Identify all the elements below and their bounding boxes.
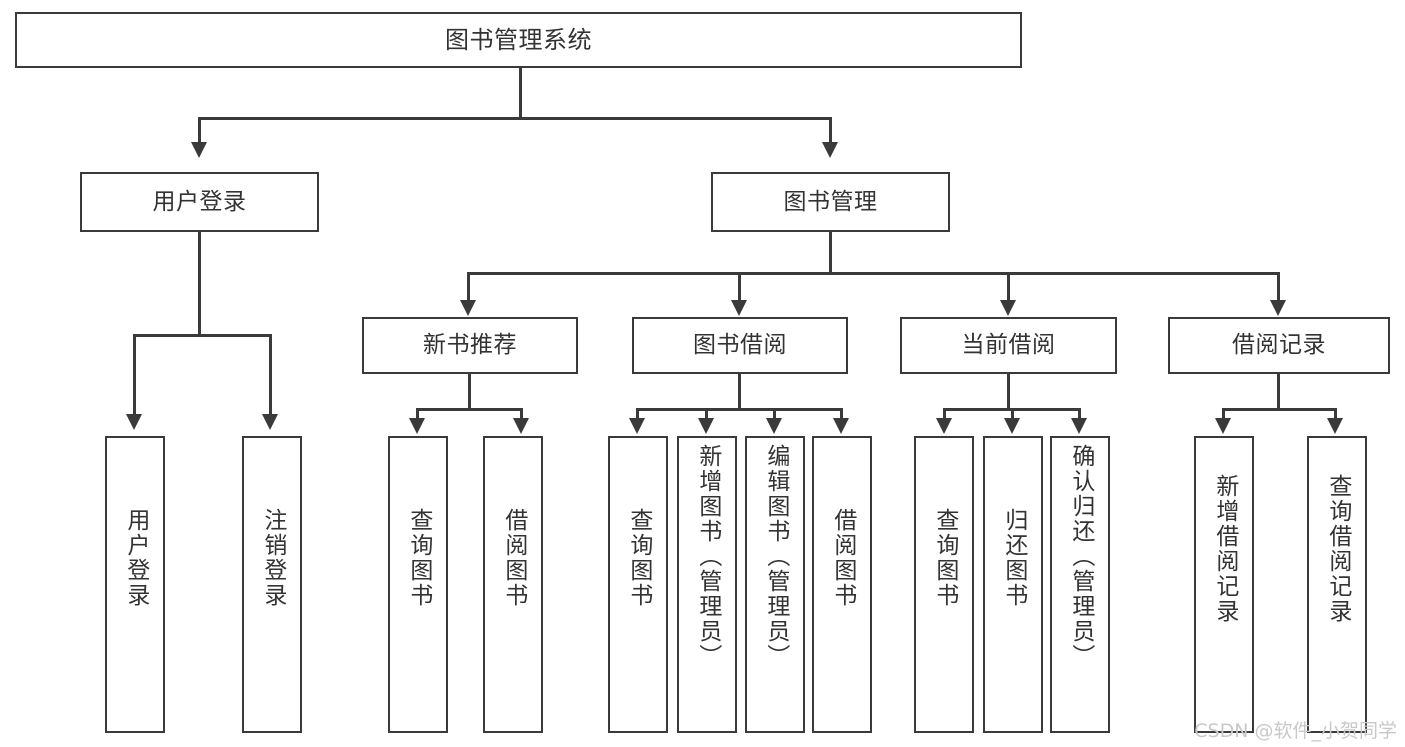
node-leaf-user-login[interactable]: 用户登录 xyxy=(105,436,165,733)
arrowhead-leaf-borrow-book-1 xyxy=(513,418,529,434)
node-leaf-add-book-label: 新增图书（管理员） xyxy=(694,444,721,669)
node-leaf-query-book-2[interactable]: 查询图书 xyxy=(608,436,668,733)
node-leaf-borrow-book-1[interactable]: 借阅图书 xyxy=(483,436,543,733)
arrowhead-leaf-user-login xyxy=(126,414,142,430)
node-leaf-return-book-label: 归还图书 xyxy=(1000,508,1027,608)
connector-to-leaf-confirm-return xyxy=(1078,408,1081,420)
node-leaf-user-login-label: 用户登录 xyxy=(122,508,149,608)
node-new-book-recommend[interactable]: 新书推荐 xyxy=(362,317,578,374)
connector-book-management-stem xyxy=(829,232,832,274)
connector-to-leaf-query-book-2 xyxy=(636,408,639,420)
connector-to-leaf-borrow-book-1 xyxy=(520,408,523,420)
node-new-book-recommend-label: 新书推荐 xyxy=(423,332,517,358)
arrowhead-leaf-query-book-3 xyxy=(936,418,952,434)
arrowhead-leaf-add-record xyxy=(1215,418,1231,434)
node-leaf-edit-book-label: 编辑图书（管理员） xyxy=(762,444,789,669)
node-leaf-add-book[interactable]: 新增图书（管理员） xyxy=(677,436,737,733)
node-leaf-query-book-2-label: 查询图书 xyxy=(625,508,652,608)
arrowhead-new-book-recommend xyxy=(460,300,476,316)
arrowhead-leaf-query-record xyxy=(1327,418,1343,434)
node-root-label: 图书管理系统 xyxy=(445,26,592,54)
node-leaf-query-book-3[interactable]: 查询图书 xyxy=(914,436,974,733)
arrowhead-borrow-record xyxy=(1270,300,1286,316)
node-user-login[interactable]: 用户登录 xyxy=(80,172,319,232)
arrowhead-leaf-confirm-return xyxy=(1071,418,1087,434)
connector-to-leaf-user-login xyxy=(133,334,136,416)
node-book-borrow[interactable]: 图书借阅 xyxy=(632,317,848,374)
node-leaf-query-record-label: 查询借阅记录 xyxy=(1324,474,1351,624)
arrowhead-leaf-borrow-book-2 xyxy=(833,418,849,434)
connector-to-leaf-add-book xyxy=(705,408,708,420)
node-borrow-record-label: 借阅记录 xyxy=(1232,332,1326,358)
connector-borrow-record-stem xyxy=(1277,374,1280,410)
connector-to-leaf-return-book xyxy=(1011,408,1014,420)
connector-to-borrow-record xyxy=(1277,272,1280,302)
node-borrow-record[interactable]: 借阅记录 xyxy=(1168,317,1390,374)
arrowhead-user-login xyxy=(191,142,207,158)
node-current-borrow[interactable]: 当前借阅 xyxy=(900,317,1117,374)
node-leaf-query-book-1[interactable]: 查询图书 xyxy=(388,436,448,733)
node-book-borrow-label: 图书借阅 xyxy=(693,332,787,358)
connector-current-borrow-stem xyxy=(1007,374,1010,410)
arrowhead-leaf-edit-book xyxy=(766,418,782,434)
connector-to-new-book-recommend xyxy=(467,272,470,302)
connector-to-book-borrow xyxy=(738,272,741,302)
node-current-borrow-label: 当前借阅 xyxy=(961,332,1056,358)
connector-to-user-login xyxy=(198,117,201,145)
node-leaf-add-record[interactable]: 新增借阅记录 xyxy=(1194,436,1254,733)
connector-user-login-bus xyxy=(133,334,272,337)
connector-root-stem xyxy=(519,68,522,118)
connector-level2-bus xyxy=(467,272,1279,275)
connector-user-login-stem xyxy=(198,232,201,336)
node-leaf-user-logout[interactable]: 注销登录 xyxy=(242,436,302,733)
arrowhead-leaf-query-book-1 xyxy=(409,418,425,434)
arrowhead-leaf-user-logout xyxy=(262,414,278,430)
connector-to-leaf-query-book-3 xyxy=(943,408,946,420)
arrowhead-current-borrow xyxy=(1000,300,1016,316)
arrowhead-leaf-query-book-2 xyxy=(629,418,645,434)
connector-to-leaf-borrow-book-2 xyxy=(840,408,843,420)
node-leaf-confirm-return[interactable]: 确认归还（管理员） xyxy=(1050,436,1110,733)
node-leaf-query-record[interactable]: 查询借阅记录 xyxy=(1307,436,1367,733)
node-leaf-borrow-book-2[interactable]: 借阅图书 xyxy=(812,436,872,733)
node-leaf-confirm-return-label: 确认归还（管理员） xyxy=(1067,444,1094,669)
connector-new-book-recommend-stem xyxy=(468,374,471,410)
connector-book-borrow-stem xyxy=(738,374,741,410)
node-leaf-borrow-book-1-label: 借阅图书 xyxy=(500,508,527,608)
node-book-management-label: 图书管理 xyxy=(783,188,878,215)
node-user-login-label: 用户登录 xyxy=(152,188,247,215)
connector-to-leaf-add-record xyxy=(1222,408,1225,420)
connector-book-borrow-bus xyxy=(636,408,843,411)
node-leaf-add-record-label: 新增借阅记录 xyxy=(1211,474,1238,624)
arrowhead-leaf-add-book xyxy=(698,418,714,434)
connector-to-current-borrow xyxy=(1007,272,1010,302)
node-book-management[interactable]: 图书管理 xyxy=(711,172,950,232)
connector-to-book-management xyxy=(829,117,832,145)
node-leaf-edit-book[interactable]: 编辑图书（管理员） xyxy=(745,436,805,733)
node-leaf-user-logout-label: 注销登录 xyxy=(259,508,286,608)
connector-to-leaf-user-logout xyxy=(269,334,272,416)
arrowhead-book-borrow xyxy=(731,300,747,316)
node-leaf-return-book[interactable]: 归还图书 xyxy=(983,436,1043,733)
node-root[interactable]: 图书管理系统 xyxy=(15,12,1022,68)
arrowhead-leaf-return-book xyxy=(1004,418,1020,434)
connector-to-leaf-edit-book xyxy=(773,408,776,420)
arrowhead-book-management xyxy=(822,142,838,158)
csdn-watermark: CSDN @软件_小贺同学 xyxy=(1194,720,1397,742)
connector-to-leaf-query-record xyxy=(1334,408,1337,420)
node-leaf-query-book-1-label: 查询图书 xyxy=(405,508,432,608)
node-leaf-borrow-book-2-label: 借阅图书 xyxy=(829,508,856,608)
connector-new-book-recommend-bus xyxy=(416,408,523,411)
node-leaf-query-book-3-label: 查询图书 xyxy=(931,508,958,608)
connector-level1-bus xyxy=(198,117,832,120)
connector-borrow-record-bus xyxy=(1222,408,1337,411)
connector-to-leaf-query-book-1 xyxy=(416,408,419,420)
